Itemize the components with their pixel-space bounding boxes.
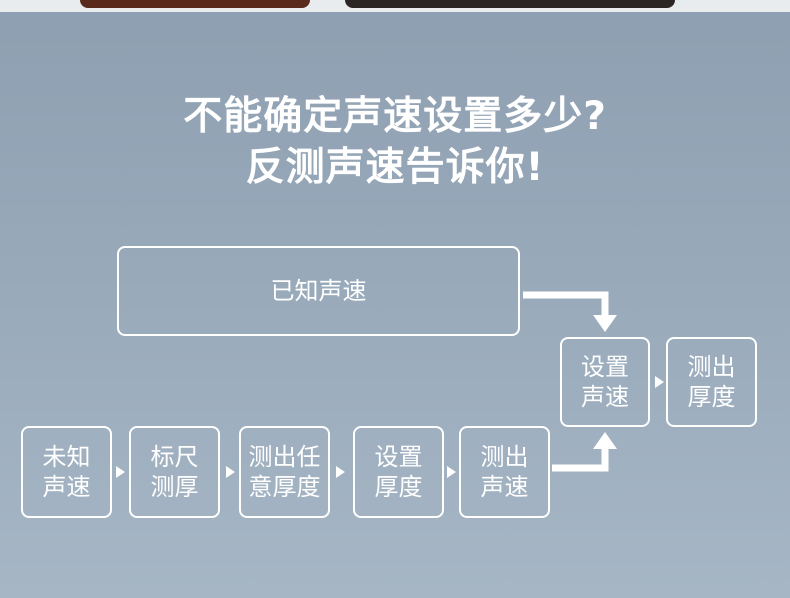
measure-any-label-1: 测出任 [248, 443, 321, 471]
arrow-up-icon [593, 432, 617, 449]
top-photo-object-right [345, 0, 675, 8]
arrow-right-icon [336, 466, 345, 478]
ruler-measure-label-1: 标尺 [150, 443, 199, 471]
set-speed-label-1: 设置 [581, 353, 629, 381]
known-to-set-speed-connector [523, 291, 617, 332]
ruler-measure-box: 标尺 测厚 [129, 426, 220, 518]
arrow-right-icon [447, 466, 456, 478]
measure-speed-label-2: 声速 [480, 473, 529, 501]
set-speed-box: 设置 声速 [560, 337, 650, 427]
headline-line-2: 反测声速告诉你! [245, 145, 545, 190]
known-speed-box: 已知声速 [117, 246, 520, 336]
measure-any-thickness-box: 测出任 意厚度 [239, 426, 330, 518]
measure-thickness-box: 测出 厚度 [666, 337, 757, 427]
known-speed-label: 已知声速 [270, 277, 367, 305]
unknown-speed-box: 未知 声速 [21, 426, 112, 518]
set-speed-label-2: 声速 [581, 383, 629, 411]
connector-line [523, 291, 609, 318]
arrow-down-icon [593, 315, 617, 332]
measure-speed-box: 测出 声速 [459, 426, 550, 518]
connector-line [552, 446, 609, 472]
ruler-measure-label-2: 测厚 [150, 473, 199, 501]
arrow-right-icon [116, 466, 125, 478]
headline-line-1: 不能确定声速设置多少? [183, 94, 607, 139]
measure-thickness-label-2: 厚度 [687, 383, 736, 411]
top-photo-object-left [80, 0, 310, 8]
set-thickness-label-2: 厚度 [374, 473, 423, 501]
measure-any-label-2: 意厚度 [248, 473, 321, 501]
measure-speed-label-1: 测出 [480, 443, 529, 471]
arrow-right-icon [226, 466, 235, 478]
unknown-speed-label-1: 未知 [42, 443, 91, 471]
arrow-right-icon [655, 376, 664, 388]
set-thickness-label-1: 设置 [374, 443, 423, 471]
measured-speed-to-set-speed-connector [552, 432, 617, 472]
unknown-speed-label-2: 声速 [42, 473, 91, 501]
measure-thickness-label-1: 测出 [687, 353, 736, 381]
top-photo-strip [0, 0, 790, 12]
set-thickness-box: 设置 厚度 [353, 426, 444, 518]
